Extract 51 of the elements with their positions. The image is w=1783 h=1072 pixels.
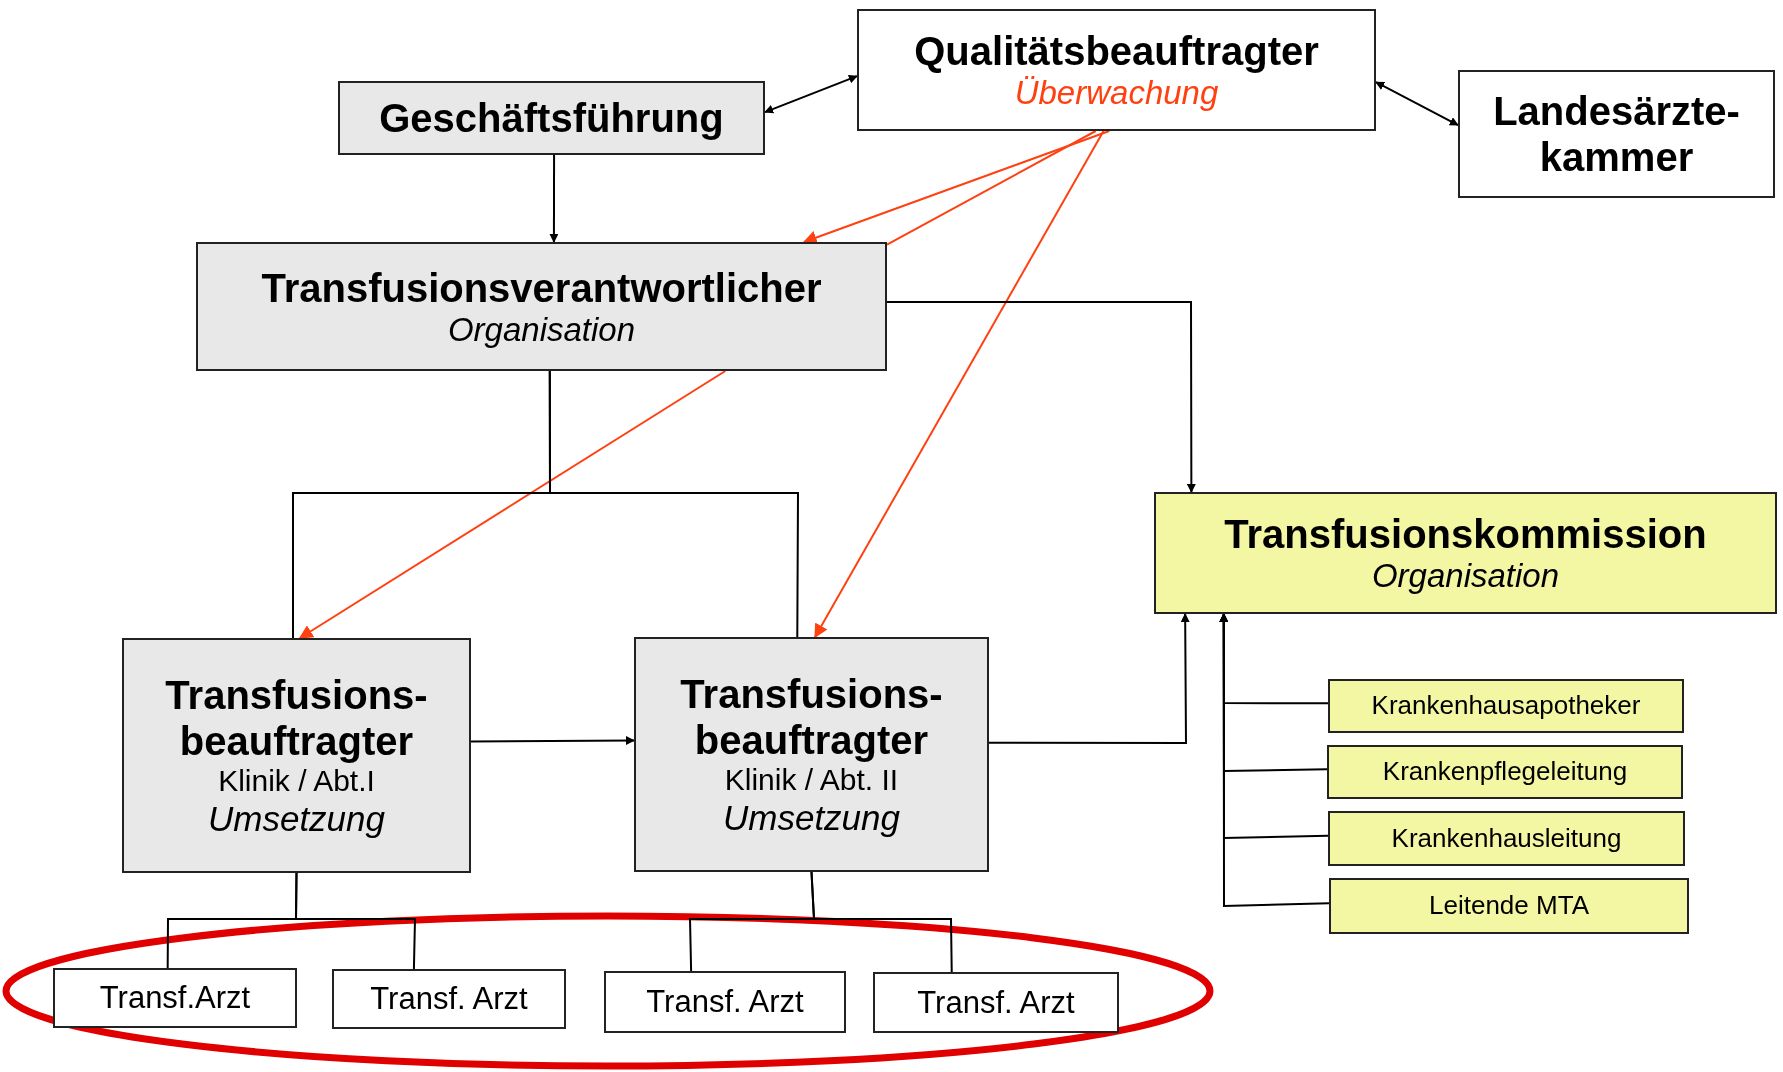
arrow [298,370,727,639]
org-box [122,638,471,873]
box-subtitle: Organisation [447,310,636,349]
org-box [1327,745,1683,799]
connector-line [886,130,1097,246]
box-subtitle: Organisation [1371,557,1560,595]
arrow [549,154,559,243]
arrow [1375,81,1459,127]
role-label: Transf. Arzt [646,984,804,1020]
arrow [764,74,858,114]
org-box [53,968,297,1028]
box-heading: Transfusions- beauftragter [679,671,944,764]
org-box [338,81,765,155]
box-heading: Landesärzte- kammer [1492,88,1741,180]
org-box [1329,878,1689,934]
box-heading: Transfusionskommission [1224,511,1707,558]
org-box [1458,70,1775,198]
arrow [802,130,1111,245]
role-label: Krankenhausapotheker [1371,691,1641,721]
org-box [196,242,887,371]
org-box [1328,811,1685,866]
role-label: Transf. Arzt [917,984,1075,1021]
connector-line [810,871,953,973]
org-box [332,969,566,1029]
box-subtitle: Klinik / Abt. II [724,763,899,798]
connector-line [548,370,799,638]
role-label: Transf.Arzt [99,980,251,1016]
role-label: Transf. Arzt [370,981,528,1017]
arrow [1219,613,1330,908]
connector-line [295,872,417,970]
org-box [1154,492,1777,614]
box-note: Umsetzung [723,797,900,838]
role-label: Krankenhausleitung [1391,823,1622,854]
org-box [857,9,1376,131]
box-note: Umsetzung [208,798,385,839]
org-box [873,972,1119,1033]
box-heading: Qualitätsbeauftragter [914,28,1319,75]
role-label: Krankenpflegeleitung [1382,757,1628,787]
arrow [814,130,1105,639]
org-box [634,637,989,872]
box-heading: Transfusions- beauftragter [164,672,429,765]
arrow [988,613,1190,744]
org-box [604,971,846,1033]
box-subtitle: Klinik / Abt.I [218,764,375,799]
box-heading: Transfusionsverantwortlicher [261,264,822,311]
role-label: Leitende MTA [1429,891,1589,921]
arrow [886,301,1196,493]
box-subtitle: Überwachung [1014,74,1219,112]
arrow [470,735,635,745]
box-heading: Geschäftsführung [379,95,724,141]
org-box [1328,679,1684,733]
